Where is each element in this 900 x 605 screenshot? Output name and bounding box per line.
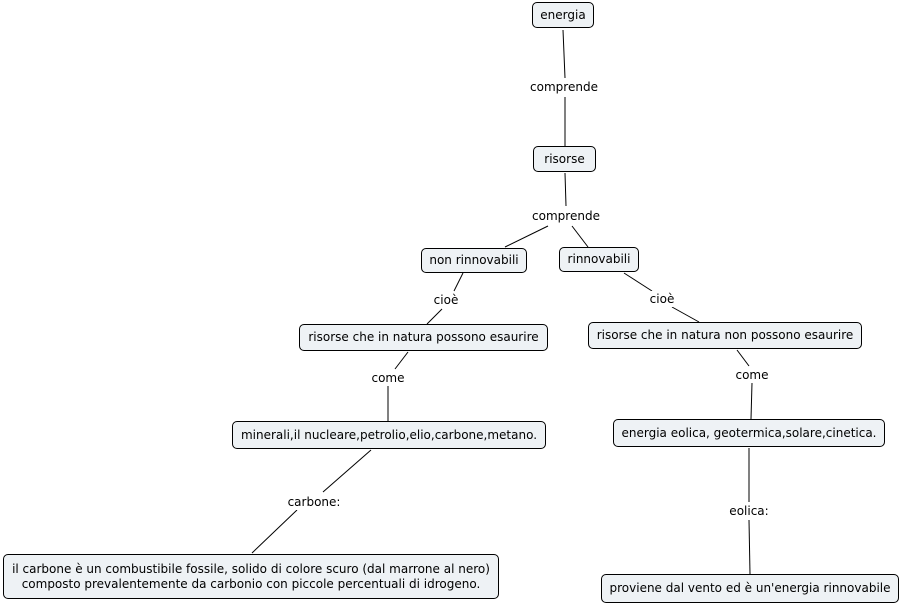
node-risorse-possono-esaurire[interactable]: risorse che in natura possono esaurire: [299, 324, 548, 351]
link-label-comprende-2: comprende: [530, 208, 602, 224]
line-eolica-vento: [748, 519, 751, 575]
line-comprende-rinnovabili: [571, 225, 589, 248]
node-risorse[interactable]: risorse: [533, 146, 596, 172]
link-label-eolica: eolica:: [727, 503, 771, 519]
node-energia-eolica[interactable]: energia eolica, geotermica,solare,cineti…: [613, 419, 885, 447]
line-cioe-risorse-non-esaurire: [671, 306, 700, 323]
line-rinnovabili-cioe: [623, 272, 653, 292]
link-label-comprende-1: comprende: [528, 79, 600, 95]
line-carbone-description: [251, 509, 298, 554]
line-comprende-non-rinnovabili: [504, 225, 549, 248]
link-label-come-right: come: [733, 367, 771, 383]
line-energia-comprende: [562, 29, 566, 79]
node-vento[interactable]: proviene dal vento ed è un'energia rinno…: [601, 574, 899, 603]
link-label-cioe-right: cioè: [647, 291, 677, 307]
carbone-description-line-1: il carbone è un combustibile fossile, so…: [12, 561, 490, 576]
node-carbone-description[interactable]: il carbone è un combustibile fossile, so…: [3, 554, 499, 599]
node-minerali[interactable]: minerali,il nucleare,petrolio,elio,carbo…: [232, 421, 546, 449]
line-minerali-carbone: [322, 449, 372, 493]
line-come-energia-eolica: [750, 382, 753, 420]
link-label-carbone: carbone:: [285, 494, 343, 510]
line-risorse-comprende: [564, 172, 567, 207]
node-rinnovabili[interactable]: rinnovabili: [559, 247, 639, 272]
node-risorse-non-possono-esaurire[interactable]: risorse che in natura non possono esauri…: [588, 322, 862, 349]
line-risorse-non-esaurire-come: [736, 349, 750, 367]
link-label-cioe-left: cioè: [431, 292, 461, 308]
line-non-rinnovabili-cioe: [453, 272, 464, 292]
node-energia[interactable]: energia: [532, 2, 594, 28]
link-label-come-left: come: [369, 370, 407, 386]
node-non-rinnovabili[interactable]: non rinnovabili: [421, 248, 527, 273]
carbone-description-line-2: composto prevalentemente da carbonio con…: [21, 576, 481, 591]
line-risorse-esaurire-come: [394, 351, 409, 370]
line-cioe-risorse-esaurire: [426, 308, 443, 325]
